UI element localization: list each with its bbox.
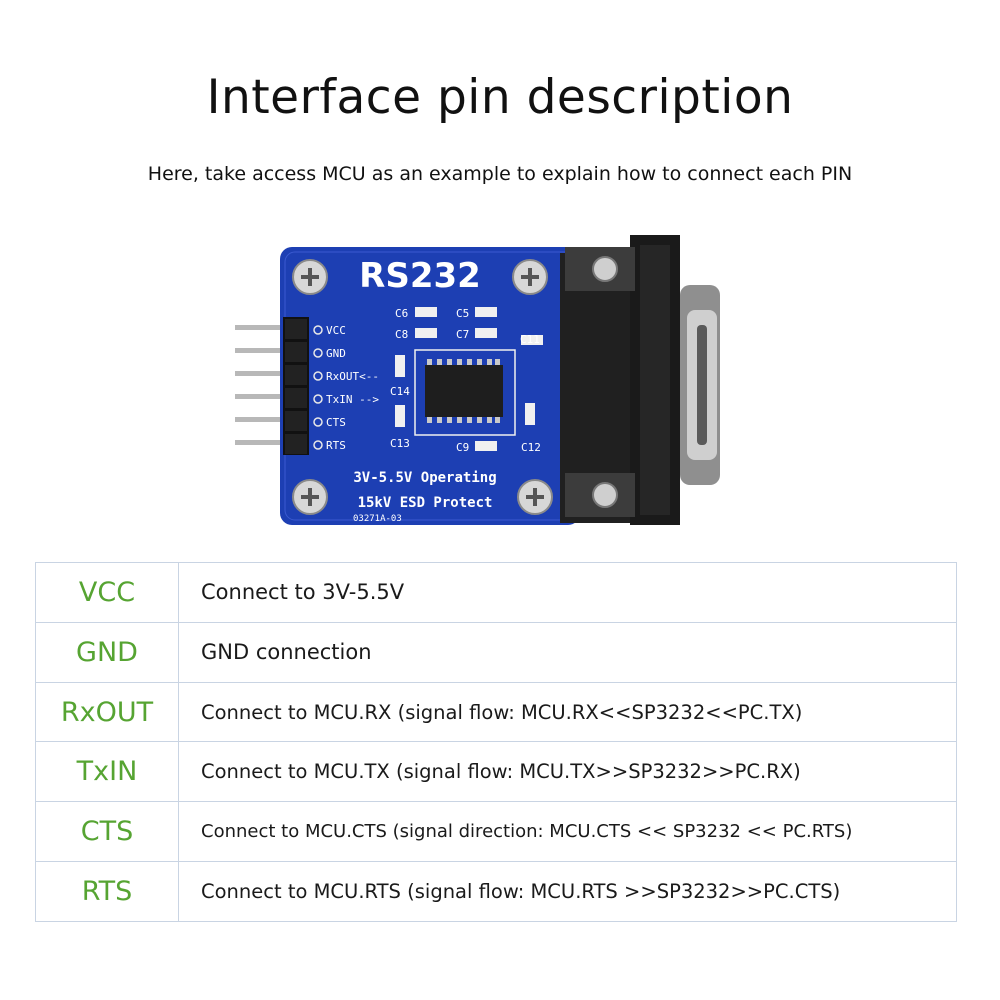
operating-voltage-text: 3V-5.5V Operating bbox=[353, 470, 496, 486]
cap-label-c13: C13 bbox=[390, 437, 410, 450]
cap-label-c11: C11 bbox=[520, 333, 540, 346]
pin-name: RxOUT bbox=[35, 681, 179, 743]
pin-description: GND connection bbox=[178, 621, 957, 683]
silk-pin-gnd: GND bbox=[326, 347, 346, 360]
silk-pin-vcc: VCC bbox=[326, 324, 346, 337]
pin-description: Connect to MCU.TX (signal flow: MCU.TX>>… bbox=[178, 741, 957, 803]
pin-description: Connect to MCU.RTS (signal flow: MCU.RTS… bbox=[178, 861, 957, 922]
sp3232-chip bbox=[425, 365, 503, 417]
silk-pin-rxout: RxOUT<-- bbox=[326, 370, 379, 383]
pin-description-table: VCC Connect to 3V-5.5V GND GND connectio… bbox=[35, 562, 957, 922]
silk-pin-txin: TxIN --> bbox=[326, 393, 379, 406]
header-pins bbox=[235, 325, 295, 445]
cap-label-c14: C14 bbox=[390, 385, 410, 398]
board-name: RS232 bbox=[359, 256, 481, 296]
table-row: RxOUT Connect to MCU.RX (signal flow: MC… bbox=[35, 681, 957, 743]
pin-name: VCC bbox=[35, 562, 179, 623]
silk-pin-rts: RTS bbox=[326, 439, 346, 452]
pin-description: Connect to MCU.CTS (signal direction: MC… bbox=[178, 801, 957, 863]
cap-label-c5: C5 bbox=[456, 307, 469, 320]
pin-header bbox=[283, 317, 309, 455]
pin-name: RTS bbox=[35, 861, 179, 922]
table-row: RTS Connect to MCU.RTS (signal flow: MCU… bbox=[35, 861, 957, 922]
pin-description: Connect to MCU.RX (signal flow: MCU.RX<<… bbox=[178, 681, 957, 743]
screw-icons bbox=[292, 259, 553, 515]
cap-label-c6: C6 bbox=[395, 307, 408, 320]
cap-label-c9: C9 bbox=[456, 441, 469, 454]
page-title: Interface pin description bbox=[206, 70, 794, 125]
cap-label-c12: C12 bbox=[521, 441, 541, 454]
table-row: CTS Connect to MCU.CTS (signal direction… bbox=[35, 801, 957, 863]
table-row: TxIN Connect to MCU.TX (signal flow: MCU… bbox=[35, 741, 957, 803]
part-number-text: 03271A-03 bbox=[353, 514, 402, 524]
db9-connector bbox=[560, 235, 720, 525]
pin-name: TxIN bbox=[35, 741, 179, 803]
pin-name: GND bbox=[35, 621, 179, 683]
table-row: VCC Connect to 3V-5.5V bbox=[35, 562, 957, 623]
silk-pin-cts: CTS bbox=[326, 416, 346, 429]
cap-label-c8: C8 bbox=[395, 328, 408, 341]
rs232-board-illustration: VCC GND RxOUT<-- TxIN --> CTS RTS RS232 bbox=[225, 225, 745, 535]
cap-label-c7: C7 bbox=[456, 328, 469, 341]
page-subtitle: Here, take access MCU as an example to e… bbox=[147, 163, 853, 185]
pin-description: Connect to 3V-5.5V bbox=[178, 562, 957, 623]
table-row: GND GND connection bbox=[35, 621, 957, 683]
pin-name: CTS bbox=[35, 801, 179, 863]
esd-protect-text: 15kV ESD Protect bbox=[358, 495, 493, 511]
